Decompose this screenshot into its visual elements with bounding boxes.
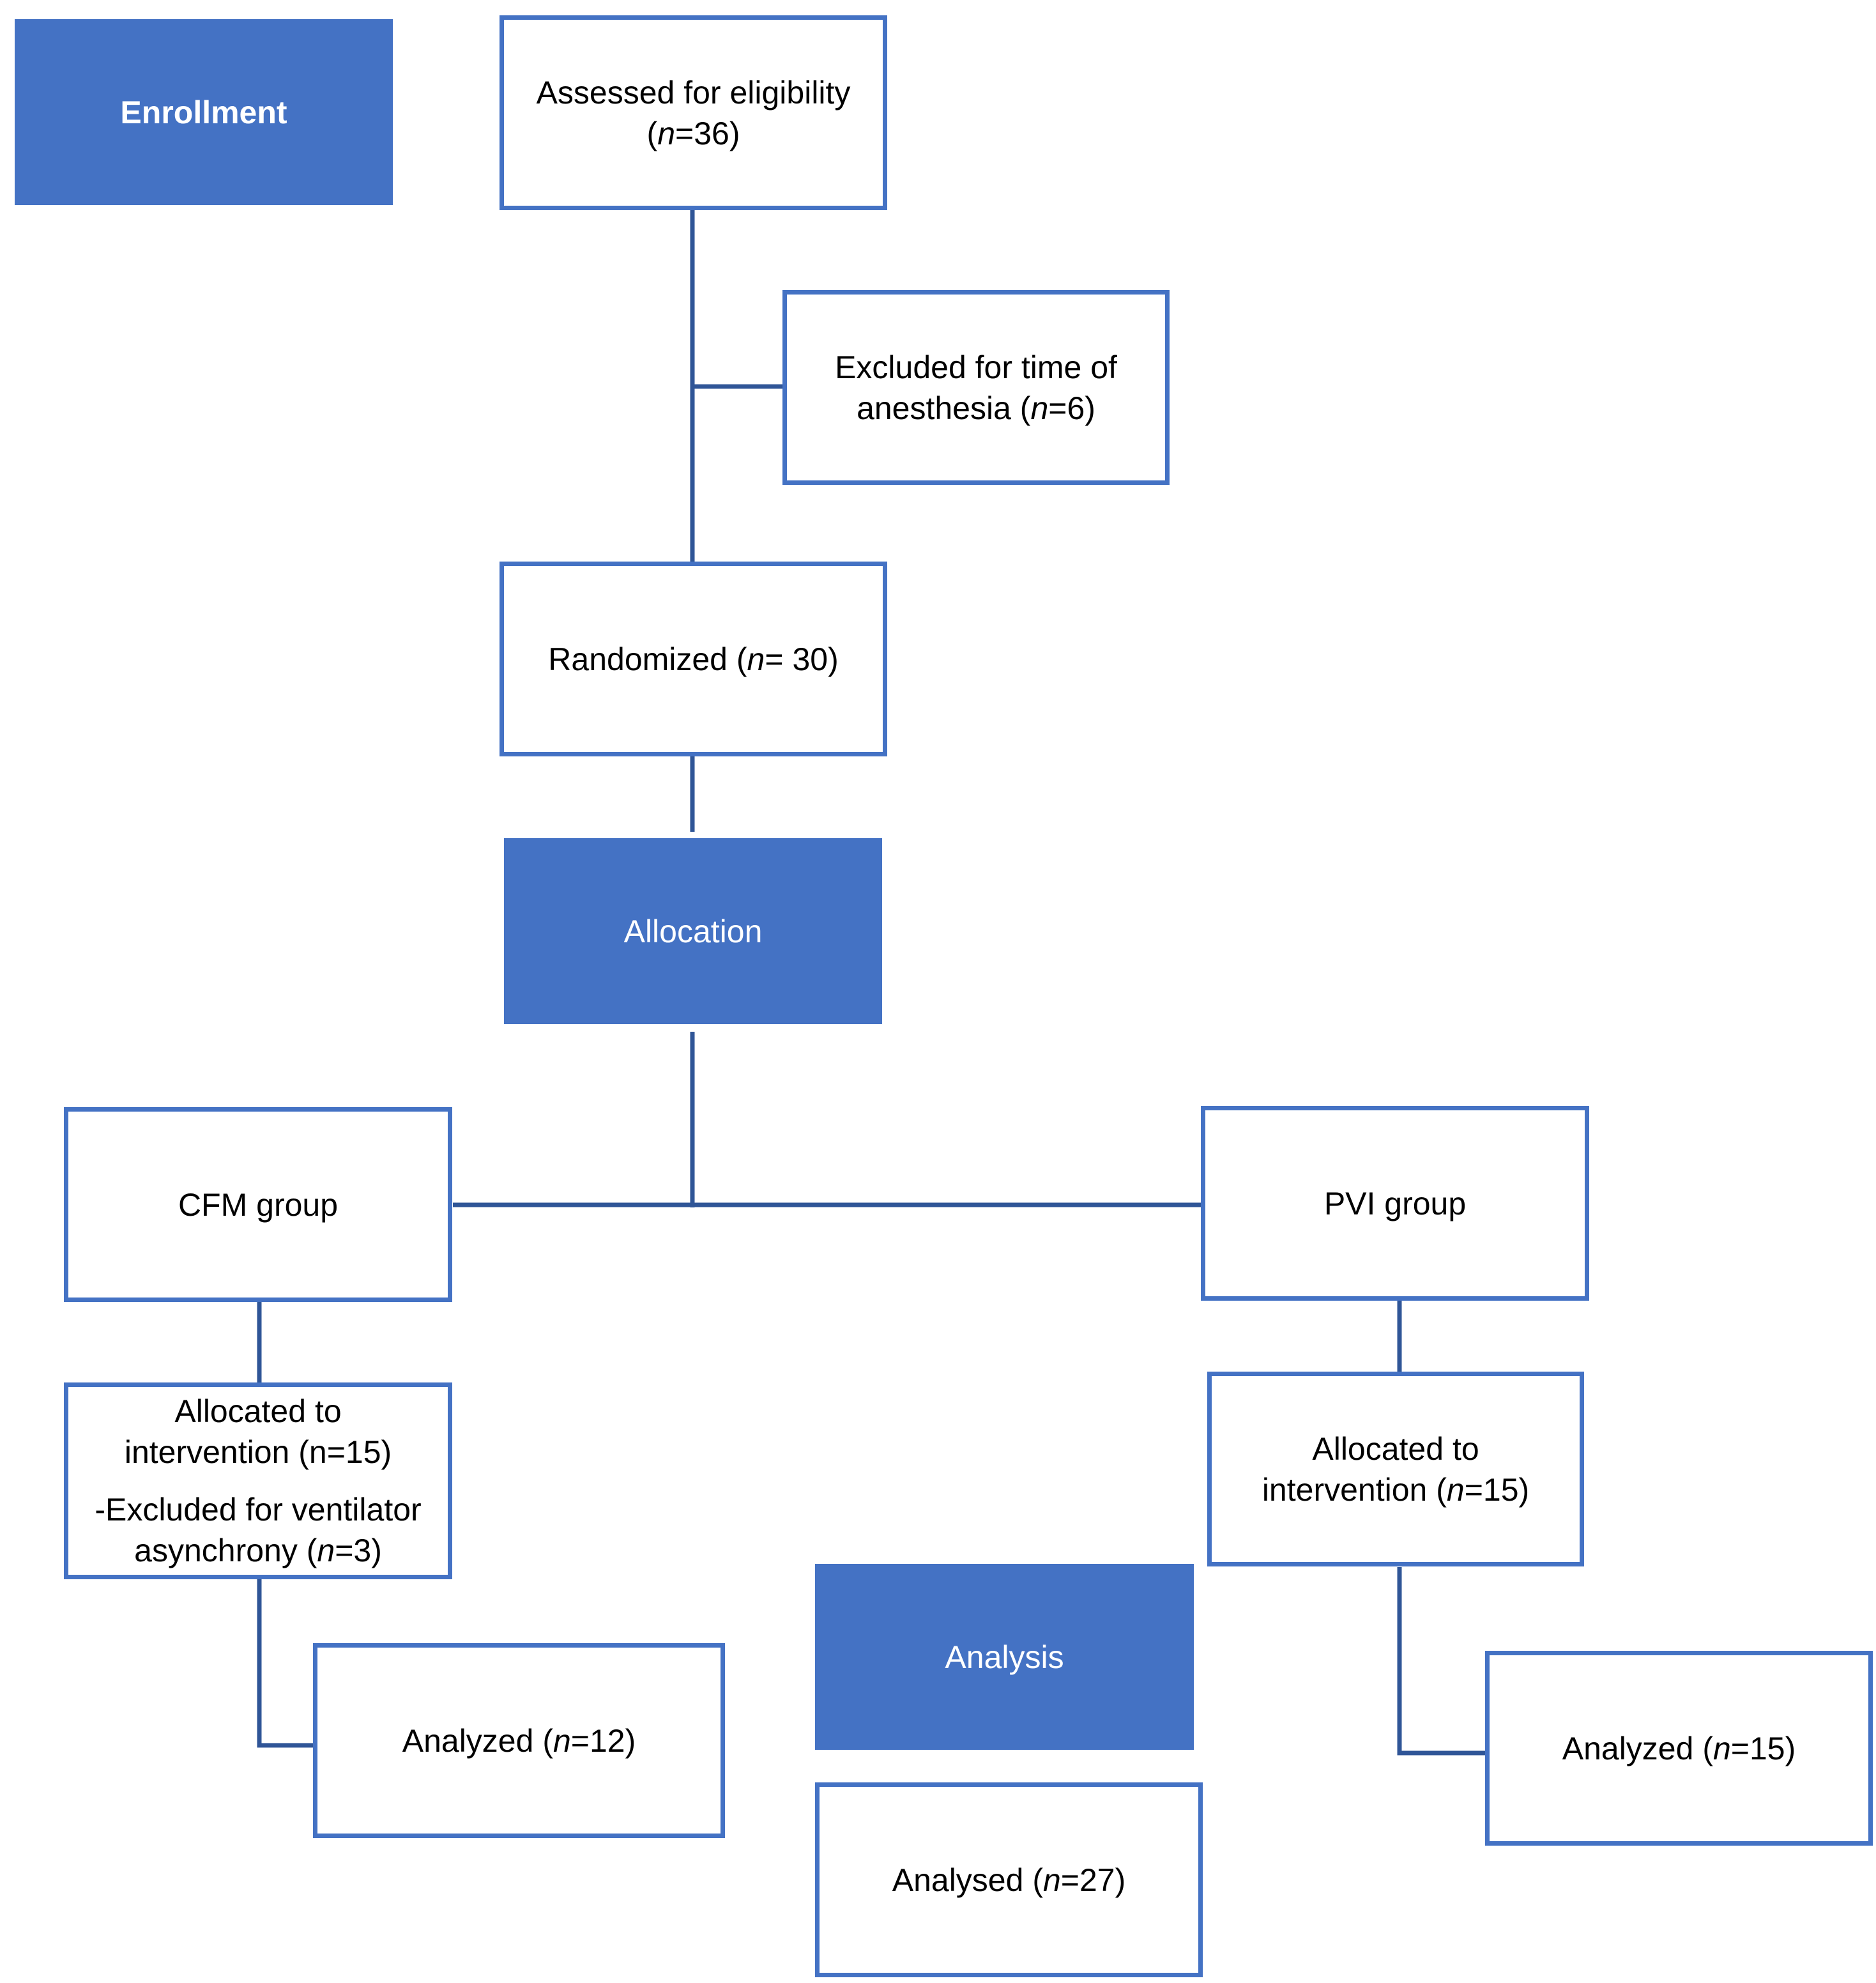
n-variable: n xyxy=(1712,1730,1731,1766)
cfm-allocated-line1: Allocated to xyxy=(174,1393,342,1429)
cfm-excluded-line1: -Excluded for ventilator xyxy=(95,1492,422,1527)
box-pvi-group: PVI group xyxy=(1201,1106,1589,1301)
box-total-analysed: Analysed (n=27) xyxy=(815,1782,1203,1977)
cfm-allocated-line2: intervention (n=15) xyxy=(124,1434,392,1470)
n-variable: n xyxy=(1030,390,1049,426)
pvi-group-label: PVI group xyxy=(1323,1185,1467,1221)
n-variable: n xyxy=(1446,1471,1465,1508)
stage-analysis-label: Analysis xyxy=(945,1639,1064,1675)
stage-enrollment-label: Enrollment xyxy=(120,94,287,130)
n-variable: n xyxy=(553,1722,571,1759)
box-cfm-allocated: Allocated to intervention (n=15) -Exclud… xyxy=(64,1382,452,1579)
pvi-allocated-line1: Allocated to xyxy=(1312,1430,1479,1467)
cfm-group-label: CFM group xyxy=(178,1186,339,1223)
box-cfm-analyzed: Analyzed (n=12) xyxy=(313,1643,725,1838)
box-cfm-group: CFM group xyxy=(64,1107,452,1302)
box-assessed-for-eligibility: Assessed for eligibility (n=36) xyxy=(500,15,887,210)
stage-allocation-label: Allocation xyxy=(623,913,763,949)
assessed-label: Assessed for eligibility xyxy=(536,74,851,111)
connector-cfm-to-analyzed xyxy=(257,1578,316,1748)
n-variable: n xyxy=(317,1533,335,1568)
n-variable: n xyxy=(747,641,765,677)
n-variable: n xyxy=(1042,1862,1061,1898)
box-pvi-allocated: Allocated to intervention (n=15) xyxy=(1207,1372,1584,1566)
stage-analysis: Analysis xyxy=(815,1564,1194,1750)
stage-enrollment: Enrollment xyxy=(15,19,393,205)
box-pvi-analyzed: Analyzed (n=15) xyxy=(1485,1651,1873,1846)
excluded-line1: Excluded for time of xyxy=(835,349,1117,385)
stage-allocation: Allocation xyxy=(504,838,882,1024)
n-variable: n xyxy=(657,115,675,151)
box-excluded-time-of-anesthesia: Excluded for time of anesthesia (n=6) xyxy=(782,290,1170,485)
connector-pvi-to-analyzed xyxy=(1397,1567,1492,1756)
box-randomized: Randomized (n= 30) xyxy=(500,562,887,756)
